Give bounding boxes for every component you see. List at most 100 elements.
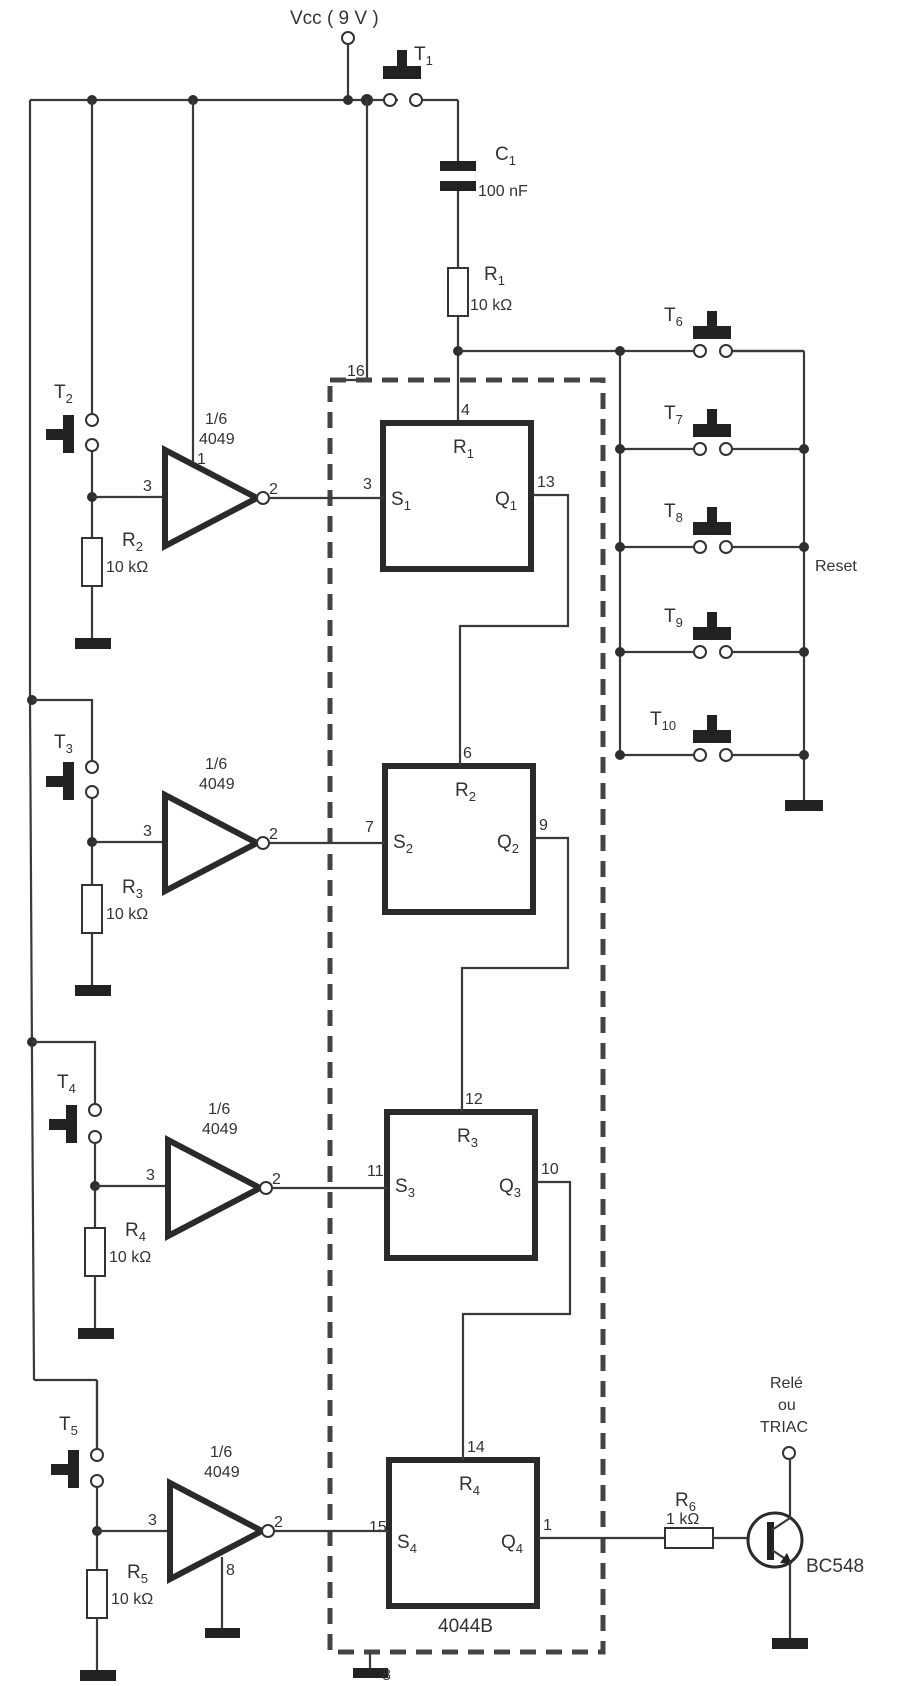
t3-label: T3 bbox=[54, 732, 73, 756]
reset-label: Reset bbox=[815, 558, 857, 575]
inverter-part: 4049 bbox=[199, 776, 235, 793]
ground-icon bbox=[75, 638, 111, 649]
ground-icon bbox=[785, 800, 823, 811]
ic-4044b-outline bbox=[327, 377, 606, 1655]
latch-chain-wiring bbox=[458, 493, 572, 1460]
load-terminal bbox=[782, 1446, 796, 1460]
latch-2-q-label: Q2 bbox=[497, 832, 519, 856]
latch-4-s-label: S4 bbox=[397, 1532, 417, 1556]
latch-2-r-label: R2 bbox=[455, 780, 476, 804]
switch-t6[interactable] bbox=[693, 311, 804, 358]
latch-2-s-label: S2 bbox=[393, 832, 413, 856]
switch-t4[interactable] bbox=[49, 1103, 102, 1144]
ground-icon bbox=[772, 1638, 808, 1649]
pin-label: 9 bbox=[539, 817, 548, 834]
t4-label: T4 bbox=[57, 1072, 76, 1096]
r3-value: 10 kΩ bbox=[106, 906, 148, 923]
switch-t5[interactable] bbox=[51, 1448, 104, 1488]
inverter-part: 4049 bbox=[199, 431, 235, 448]
latch-4-r-label: R4 bbox=[459, 1474, 480, 1498]
latch-3-r-label: R3 bbox=[457, 1126, 478, 1150]
t6-label: T6 bbox=[664, 305, 683, 329]
pin-label: 12 bbox=[465, 1091, 483, 1108]
pin-label: 2 bbox=[269, 826, 278, 843]
pin-label: 3 bbox=[148, 1512, 157, 1529]
vcc-terminal bbox=[341, 31, 355, 45]
ground-icon bbox=[78, 1328, 114, 1339]
pin-label: 4 bbox=[461, 402, 470, 419]
r6-label: R6 bbox=[675, 1490, 696, 1514]
pin-label: 10 bbox=[541, 1161, 559, 1178]
pin-label: 8 bbox=[226, 1562, 235, 1579]
pin-label: 3 bbox=[143, 823, 152, 840]
inverter-part: 4049 bbox=[202, 1121, 238, 1138]
t10-label: T10 bbox=[650, 709, 676, 733]
pin-label: 1 bbox=[543, 1517, 552, 1534]
switch-t10[interactable] bbox=[615, 715, 809, 762]
pin-label: 6 bbox=[463, 745, 472, 762]
pin-label: 14 bbox=[467, 1439, 485, 1456]
inverter-fraction: 1/6 bbox=[205, 411, 227, 428]
r5-value: 10 kΩ bbox=[111, 1591, 153, 1608]
ground-icon bbox=[205, 1628, 240, 1638]
latch-1-q-label: Q1 bbox=[495, 489, 517, 513]
reset-bank bbox=[458, 346, 806, 805]
switch-t7[interactable] bbox=[615, 409, 809, 456]
load-line1: Relé bbox=[770, 1375, 803, 1392]
switch-t9[interactable] bbox=[615, 612, 809, 659]
t9-label: T9 bbox=[664, 606, 683, 630]
r4-value: 10 kΩ bbox=[109, 1249, 151, 1266]
inverter-fraction: 1/6 bbox=[208, 1101, 230, 1118]
t8-label: T8 bbox=[664, 501, 683, 525]
r1-label: R1 bbox=[484, 264, 505, 288]
r2-value: 10 kΩ bbox=[106, 559, 148, 576]
resistor-r2 bbox=[81, 537, 103, 587]
latch-3-s-label: S3 bbox=[395, 1176, 415, 1200]
transistor-label: BC548 bbox=[806, 1556, 864, 1577]
load-line3: TRIAC bbox=[760, 1419, 808, 1436]
load-line2: ou bbox=[778, 1397, 796, 1414]
inverter-4049 bbox=[165, 1135, 267, 1241]
pin-label: 7 bbox=[365, 819, 374, 836]
inverter-fraction: 1/6 bbox=[210, 1444, 232, 1461]
latch-4-q-label: Q4 bbox=[501, 1532, 523, 1556]
c1-value: 100 nF bbox=[478, 183, 528, 200]
switch-t3[interactable] bbox=[46, 760, 99, 800]
resistor-r6 bbox=[664, 1527, 714, 1549]
pin-label: 3 bbox=[146, 1167, 155, 1184]
pin-label: 3 bbox=[143, 478, 152, 495]
inverter-4049 bbox=[162, 445, 264, 551]
r5-label: R5 bbox=[127, 1562, 148, 1586]
switch-t1[interactable] bbox=[383, 50, 423, 107]
vcc-label: Vcc ( 9 V ) bbox=[290, 8, 379, 29]
t5-label: T5 bbox=[59, 1414, 78, 1438]
r2-label: R2 bbox=[122, 530, 143, 554]
pin-label: 3 bbox=[363, 476, 372, 493]
ground-icon bbox=[75, 985, 111, 996]
ic-pin8-label: 8 bbox=[382, 1667, 391, 1684]
inverter-fraction: 1/6 bbox=[205, 756, 227, 773]
pin-label: 2 bbox=[272, 1171, 281, 1188]
inverter-4049 bbox=[167, 1478, 269, 1584]
pin-label: 11 bbox=[367, 1163, 384, 1180]
switch-t2[interactable] bbox=[46, 413, 99, 453]
ic-pin16-label: 16 bbox=[347, 363, 365, 380]
transistor-bc548 bbox=[746, 1460, 804, 1640]
latch-3-q-label: Q3 bbox=[499, 1176, 521, 1200]
resistor-r1 bbox=[447, 267, 469, 317]
inverter-part: 4049 bbox=[204, 1464, 240, 1481]
ground-icon bbox=[80, 1670, 116, 1681]
switch-t8[interactable] bbox=[615, 507, 809, 554]
c1-label: C1 bbox=[495, 144, 516, 168]
resistor-r3 bbox=[81, 884, 103, 934]
resistor-r4 bbox=[84, 1227, 106, 1277]
pin-label: 2 bbox=[274, 1514, 283, 1531]
ic-part-label: 4044B bbox=[438, 1616, 493, 1637]
